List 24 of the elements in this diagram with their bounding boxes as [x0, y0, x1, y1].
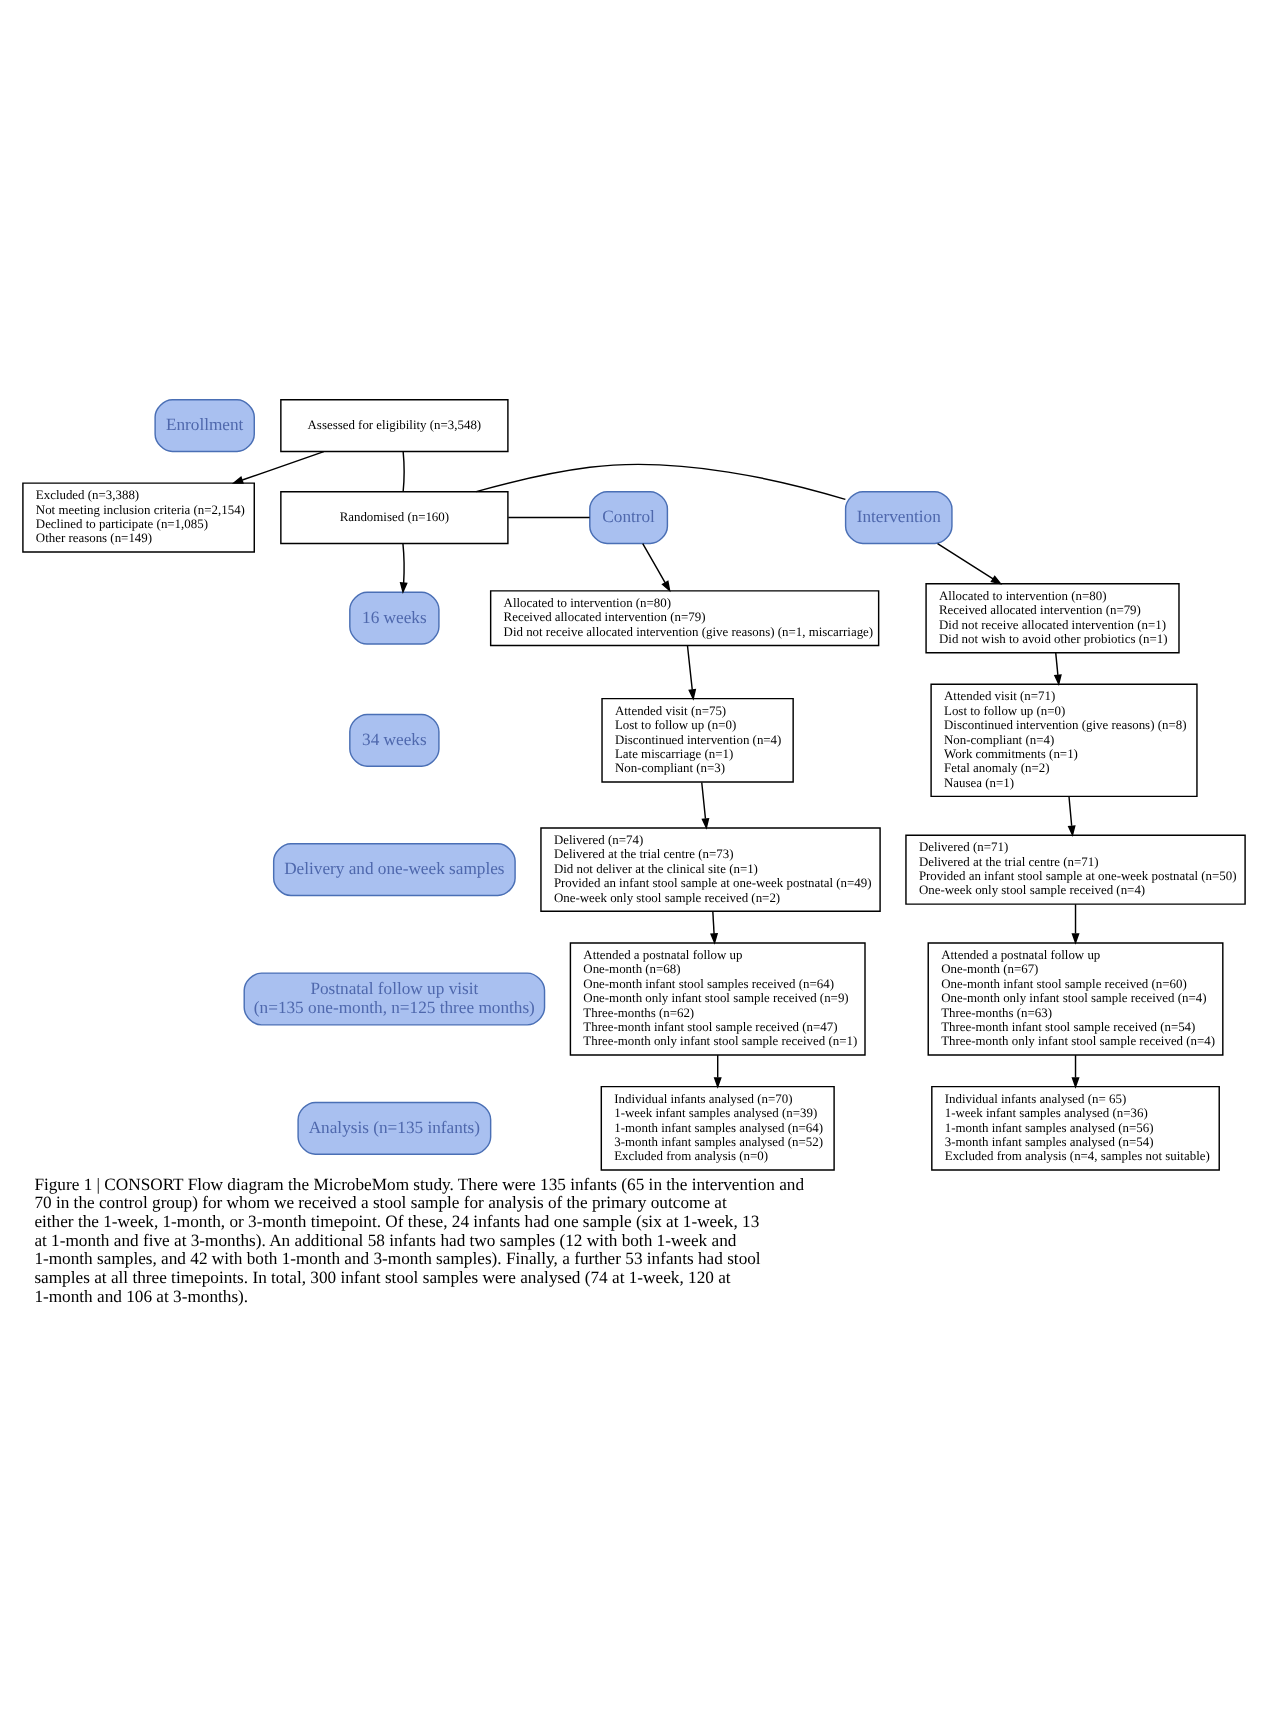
- arrow: [1053, 651, 1062, 686]
- arrow: [686, 643, 697, 700]
- arrow: [713, 1053, 722, 1088]
- arrow: [936, 541, 1003, 584]
- connector: [402, 450, 405, 492]
- node-box: 16 weeks: [349, 590, 440, 644]
- connector: [475, 462, 847, 500]
- arrow: [231, 449, 325, 483]
- node-box: Enrollment: [154, 398, 255, 452]
- arrow: [399, 541, 408, 593]
- arrow: [701, 780, 710, 829]
- node-box: Postnatal follow up visit (n=135 one-month, n=125 three months): [243, 971, 546, 1025]
- arrow: [1071, 902, 1080, 944]
- caption: Figure 1 | CONSORT Flow diagram the MicrobeMom study. There were 135 infants (65 in the intervention and 70 in the control group) for whom we received a stool sample for analysis of the primary outcome at either the 1-week, 1-month, or 3-month timepoint. Of these, 24 infants had one sample (six at 1-week, 13 at 1-month and five at 3-months). An additional 58 infants had two samples (12 with both 1-week and 1-month samples, and 42 with both 1-month and 3-month samples). Finally, a further 53 infants had stool samples at all three timepoints. In total, 300 infant stool samples were analysed (74 at 1-week, 120 at 1-month and 106 at 3-months).: [34, 1172, 805, 1305]
- arrow: [710, 910, 719, 944]
- arrow: [1071, 1053, 1080, 1088]
- node-box: 34 weeks: [349, 712, 440, 766]
- connector: [507, 515, 591, 518]
- node-box: Analysis (n=135 infants): [297, 1100, 492, 1154]
- arrow: [642, 541, 671, 592]
- node-box: Delivery and one-week samples: [272, 842, 516, 896]
- node-box: Intervention: [844, 490, 953, 544]
- arrow: [1067, 794, 1076, 837]
- node-box: Control: [589, 490, 669, 544]
